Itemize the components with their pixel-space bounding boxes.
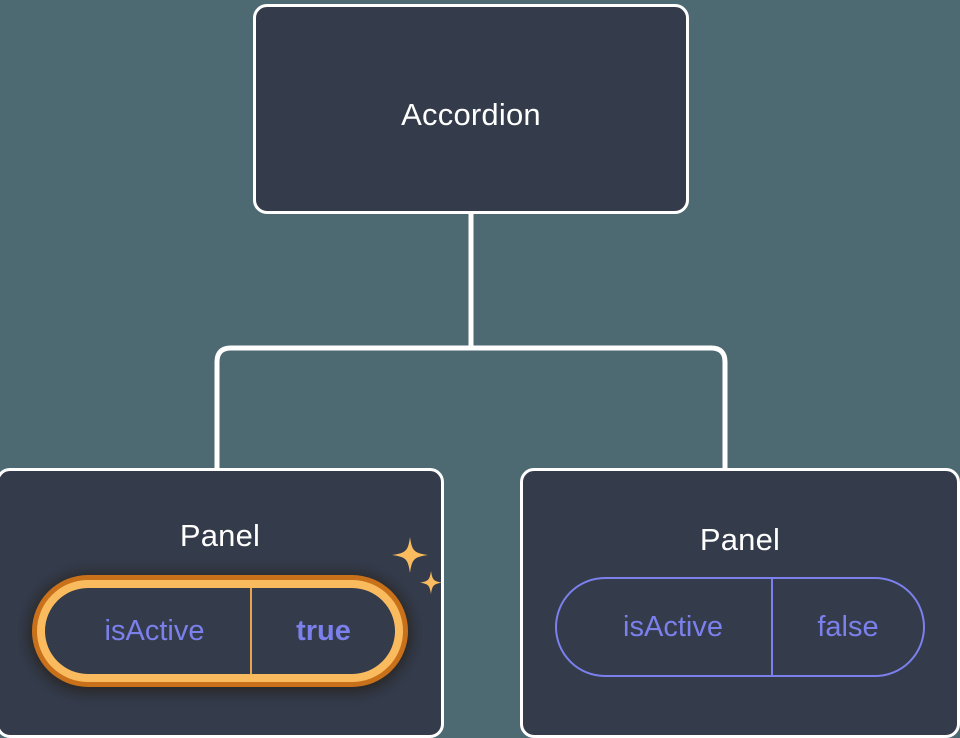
prop-pill-highlight-ring: isActive true — [32, 575, 408, 687]
node-title-panel-left: Panel — [179, 518, 261, 553]
connector-bus — [214, 345, 728, 468]
prop-pill-wrap-right: isActive false — [523, 577, 957, 677]
prop-key-label: isActive — [104, 614, 205, 647]
prop-key-label: isActive — [623, 610, 723, 643]
node-title-panel-right: Panel — [699, 522, 781, 557]
prop-pill-wrap-left: isActive true — [0, 575, 441, 687]
prop-pill-isactive-true[interactable]: isActive true — [45, 588, 395, 674]
tree-node-accordion[interactable]: Accordion — [253, 4, 689, 214]
prop-value-label: false — [771, 579, 923, 675]
node-title-accordion: Accordion — [401, 97, 541, 132]
prop-pill-highlight-ring-inner: isActive true — [37, 580, 403, 682]
tree-node-panel-inactive[interactable]: Panel isActive false — [520, 468, 960, 738]
prop-value-label: true — [250, 588, 395, 674]
prop-pill-isactive-false[interactable]: isActive false — [555, 577, 925, 677]
tree-node-panel-active[interactable]: Panel isActive true — [0, 468, 444, 738]
